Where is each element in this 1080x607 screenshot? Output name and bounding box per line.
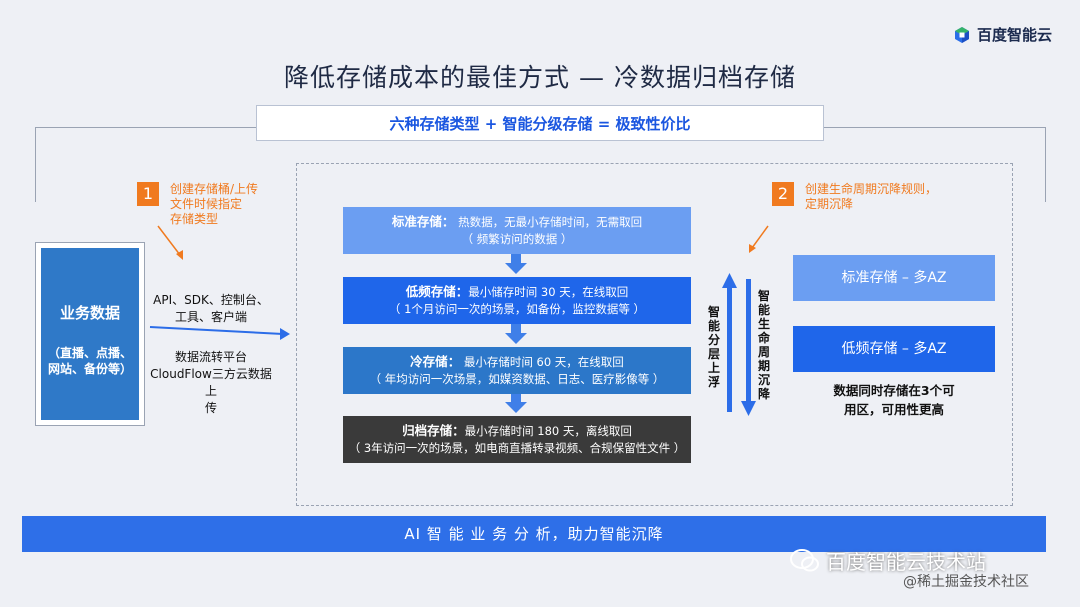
business-data-title: 业务数据 <box>59 304 120 322</box>
tier-arrow-down-2 <box>505 333 527 344</box>
float-up-head <box>722 273 737 288</box>
page-title: 降低存储成本的最佳方式 — 冷数据归档存储 <box>284 63 796 92</box>
brand-logo-text: 百度智能云 <box>977 26 1053 44</box>
tier-cold: 冷存储： 最小存储时间 60 天，在线取回 （ 年均访问一次场景，如媒资数据、日… <box>343 347 691 394</box>
subtitle-banner: 六种存储类型 + 智能分级存储 = 极致性价比 <box>256 105 824 141</box>
tier-standard: 标准存储： 热数据，无最小存储时间，无需取回 （ 频繁访问的数据 ） <box>343 207 691 254</box>
bracket-right <box>824 127 1046 202</box>
step-1-pointer <box>157 225 181 256</box>
wechat-icon <box>790 548 819 571</box>
step-2-pointer-head <box>749 244 756 253</box>
business-to-tiers-arrow <box>280 328 290 340</box>
watermark-account: 百度智能云技术站 <box>790 546 986 575</box>
step-1-pointer-head <box>176 250 183 260</box>
sink-down-head <box>741 401 756 416</box>
tier-infrequent: 低频存储：最小储存时间 30 天，在线取回 （ 1个月访问一次的场景，如备份，监… <box>343 277 691 324</box>
az-standard-box: 标准存储 – 多AZ <box>793 255 995 301</box>
access-methods: API、SDK、控制台、工具、客户端 <box>153 293 269 324</box>
brand-logo-icon <box>955 26 969 43</box>
business-data-sub: （直播、点播、 网站、备份等） <box>47 346 132 376</box>
step-1-note: 创建存储桶/上传文件时候指定存储类型 <box>170 182 259 226</box>
tier-arrow-stem-2 <box>511 324 521 334</box>
sink-down-shaft <box>746 279 751 403</box>
watermark-community: @稀土掘金技术社区 <box>903 574 1029 590</box>
step-2-pointer <box>751 225 769 249</box>
business-data-box: 业务数据 （直播、点播、 网站、备份等） <box>41 248 139 420</box>
business-to-tiers-line <box>149 326 284 335</box>
storage-tiers-region <box>296 163 1013 506</box>
az-note: 数据同时存储在3个可用区，可用性更高 <box>833 383 955 417</box>
sink-down-label: 智能生命周期沉降 <box>757 289 770 401</box>
tier-arrow-stem-1 <box>511 254 521 264</box>
tier-archive: 归档存储：最小存储时间 180 天，离线取回 （ 3年访问一次的场景，如电商直播… <box>343 416 691 463</box>
float-up-shaft <box>727 286 732 412</box>
ai-banner: AI 智 能 业 务 分 析，助力智能沉降 <box>22 516 1046 552</box>
step-2-note: 创建生命周期沉降规则，定期沉降 <box>805 182 938 211</box>
tier-arrow-stem-3 <box>511 394 521 403</box>
tier-arrow-down-3 <box>505 402 527 413</box>
float-up-label: 智能分层上浮 <box>707 305 720 389</box>
step-2-badge: 2 <box>772 182 794 206</box>
tier-arrow-down-1 <box>505 263 527 274</box>
step-1-badge: 1 <box>137 182 159 206</box>
brand-logo: 百度智能云 <box>953 24 1052 45</box>
bracket-left <box>35 127 257 202</box>
az-infrequent-box: 低频存储 – 多AZ <box>793 326 995 372</box>
